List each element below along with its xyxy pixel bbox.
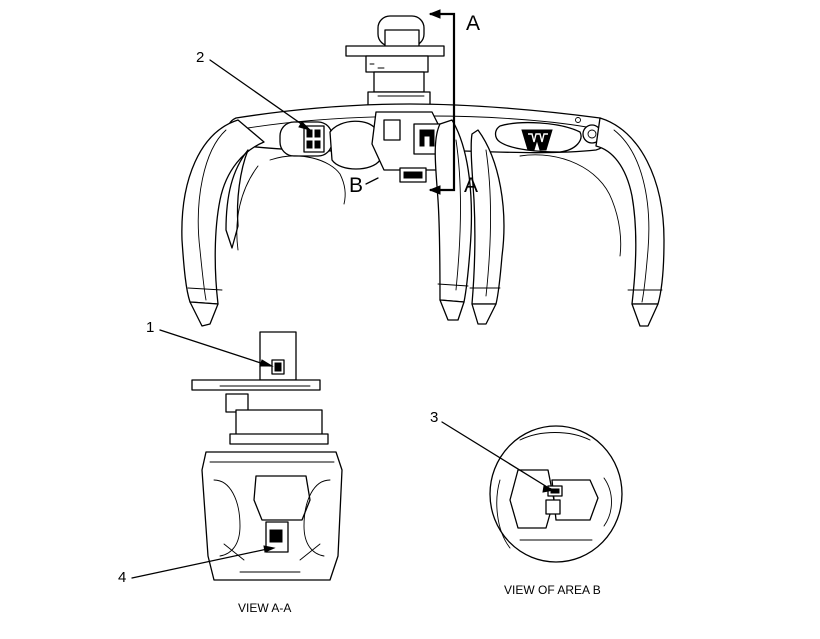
grapple-body [227, 103, 610, 183]
view-of-area-b: 3 VIEW OF AREA B [430, 409, 623, 597]
right-tine [595, 117, 665, 327]
grapple-main-view: A A B 2 [181, 9, 665, 327]
callout-4: 4 [118, 569, 126, 586]
callout-2: 2 [196, 49, 204, 66]
callout-3: 3 [430, 409, 438, 426]
left-tines [181, 119, 265, 327]
section-label-a-top: A [466, 12, 480, 35]
view-area-b-caption: VIEW OF AREA B [504, 583, 601, 597]
view-a-a: 1 4 VIEW A-A [118, 319, 343, 615]
view-a-a-caption: VIEW A-A [238, 601, 291, 615]
rotator-head [345, 15, 445, 107]
section-label-a-bottom: A [464, 174, 478, 197]
callout-1: 1 [146, 319, 154, 336]
area-label-b: B [349, 174, 363, 197]
center-tines [434, 119, 505, 325]
section-line-a-a [428, 9, 456, 195]
